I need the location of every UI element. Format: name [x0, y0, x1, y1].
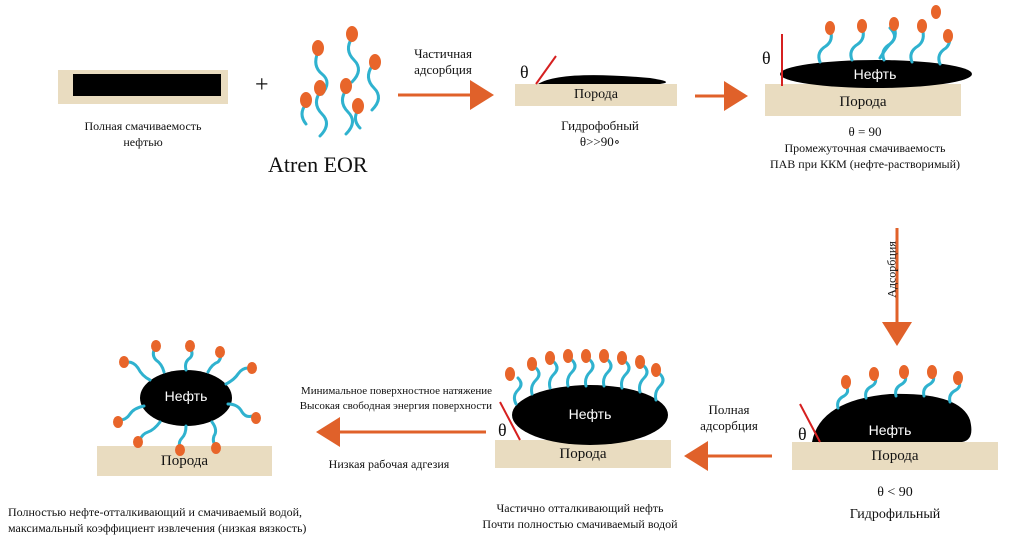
- stage3-caption-line1: θ = 90: [848, 124, 882, 139]
- arrow1-label-line2: адсорбция: [414, 62, 472, 77]
- stage2-rock: [515, 84, 677, 106]
- free-surfactant-heads: [300, 26, 381, 114]
- stage3-surfactant-tails: [817, 24, 952, 66]
- stage4-caption-line1: θ < 90: [877, 485, 913, 500]
- stage3-rock: [765, 84, 961, 116]
- stage1-caption-line1: Полная смачиваемость: [84, 119, 202, 133]
- stage5-caption: Частично отталкивающий нефть Почти полно…: [450, 500, 710, 532]
- stage4-oil-drop: [812, 393, 972, 442]
- stage3-oil-drop: [780, 60, 972, 88]
- stage6-oil-label: Нефть: [164, 388, 208, 404]
- stage2-oil-lens: [538, 75, 667, 84]
- stage3-rock-label: Порода: [839, 93, 887, 110]
- stage3-oil-label: Нефть: [853, 66, 897, 82]
- stage1-caption: Полная смачиваемость нефтью: [48, 118, 238, 150]
- stage4-rock: [792, 442, 998, 470]
- stage5-caption-line1: Частично отталкивающий нефть: [496, 501, 664, 515]
- stage4-rock-label: Порода: [871, 447, 919, 464]
- stage4-surfactant-heads: [841, 365, 963, 389]
- stage5-rock-label: Порода: [559, 445, 607, 462]
- stage6-rock-label: Порода: [160, 452, 209, 469]
- vertical-arrow-label: Адсорбция: [884, 241, 899, 298]
- stage5-surfactant-tails: [512, 358, 665, 406]
- final-arrow-label-top-line2: Высокая свободная энергия поверхности: [299, 400, 492, 412]
- stage2-caption-line1: Гидрофобный: [561, 118, 639, 133]
- full-adsorption-label-line1: Полная: [708, 402, 750, 417]
- stage2-rock-label: Порода: [573, 87, 619, 102]
- stage1-caption-line2: нефтью: [123, 135, 163, 149]
- stage3-theta: θ: [762, 48, 771, 68]
- final-arrow-label-top: Минимальное поверхностное натяжение Высо…: [270, 384, 492, 414]
- stage2-contact-line: [535, 55, 557, 85]
- arrow1-label-line1: Частичная: [414, 46, 472, 61]
- final-arrow-label-top-line1: Минимальное поверхностное натяжение: [300, 385, 492, 397]
- stage3-caption-line2: Промежуточная смачиваемость: [784, 141, 946, 155]
- stage6-caption-line1: Полностью нефте-отталкивающий и смачивае…: [8, 505, 303, 519]
- stage3-surfactant-heads: [825, 5, 953, 43]
- stage5-caption-line2: Почти полностью смачиваемый водой: [482, 517, 678, 531]
- stage6-caption-line2: максимальный коэффициент извлечения (низ…: [8, 521, 307, 535]
- stage3-caption: θ = 90 Промежуточная смачиваемость ПАВ п…: [730, 124, 1000, 172]
- stage5-surfactant-heads: [505, 349, 661, 381]
- stage6-surfactant-heads: [113, 340, 261, 456]
- stage2-caption: Гидрофобный θ>>90∘: [540, 118, 660, 150]
- stage4-caption-line2: Гидрофильный: [849, 507, 941, 522]
- stage6-surfactant-tails: [118, 346, 254, 450]
- plus-sign: +: [255, 72, 269, 98]
- stage5-theta: θ: [498, 420, 507, 440]
- stage5-contact-line: [499, 401, 521, 441]
- stage1-oil-film: [73, 74, 221, 96]
- stage5-oil-label: Нефть: [568, 406, 612, 422]
- stage6-caption: Полностью нефте-отталкивающий и смачивае…: [8, 504, 388, 536]
- stage4-contact-line: [799, 403, 821, 443]
- stage5-oil-drop: [512, 385, 668, 445]
- stage2-theta: θ: [520, 62, 529, 82]
- stage4-oil-label: Нефть: [868, 422, 912, 438]
- full-adsorption-label: Полная адсорбция: [686, 402, 772, 434]
- stage4-caption: θ < 90 Гидрофильный: [820, 482, 970, 526]
- full-adsorption-label-line2: адсорбция: [700, 418, 758, 433]
- stage2-caption-line2: θ>>90∘: [579, 134, 621, 149]
- stage3-caption-line3: ПАВ при ККМ (нефте-растворимый): [769, 157, 961, 171]
- final-arrow-label-bottom: Низкая рабочая адгезия: [328, 457, 450, 471]
- stage6-oil-micelle: [140, 370, 232, 426]
- arrow1-label: Частичная адсорбция: [395, 46, 491, 78]
- stage4-theta: θ: [798, 424, 807, 444]
- surfactant-name: Atren EOR: [268, 152, 368, 177]
